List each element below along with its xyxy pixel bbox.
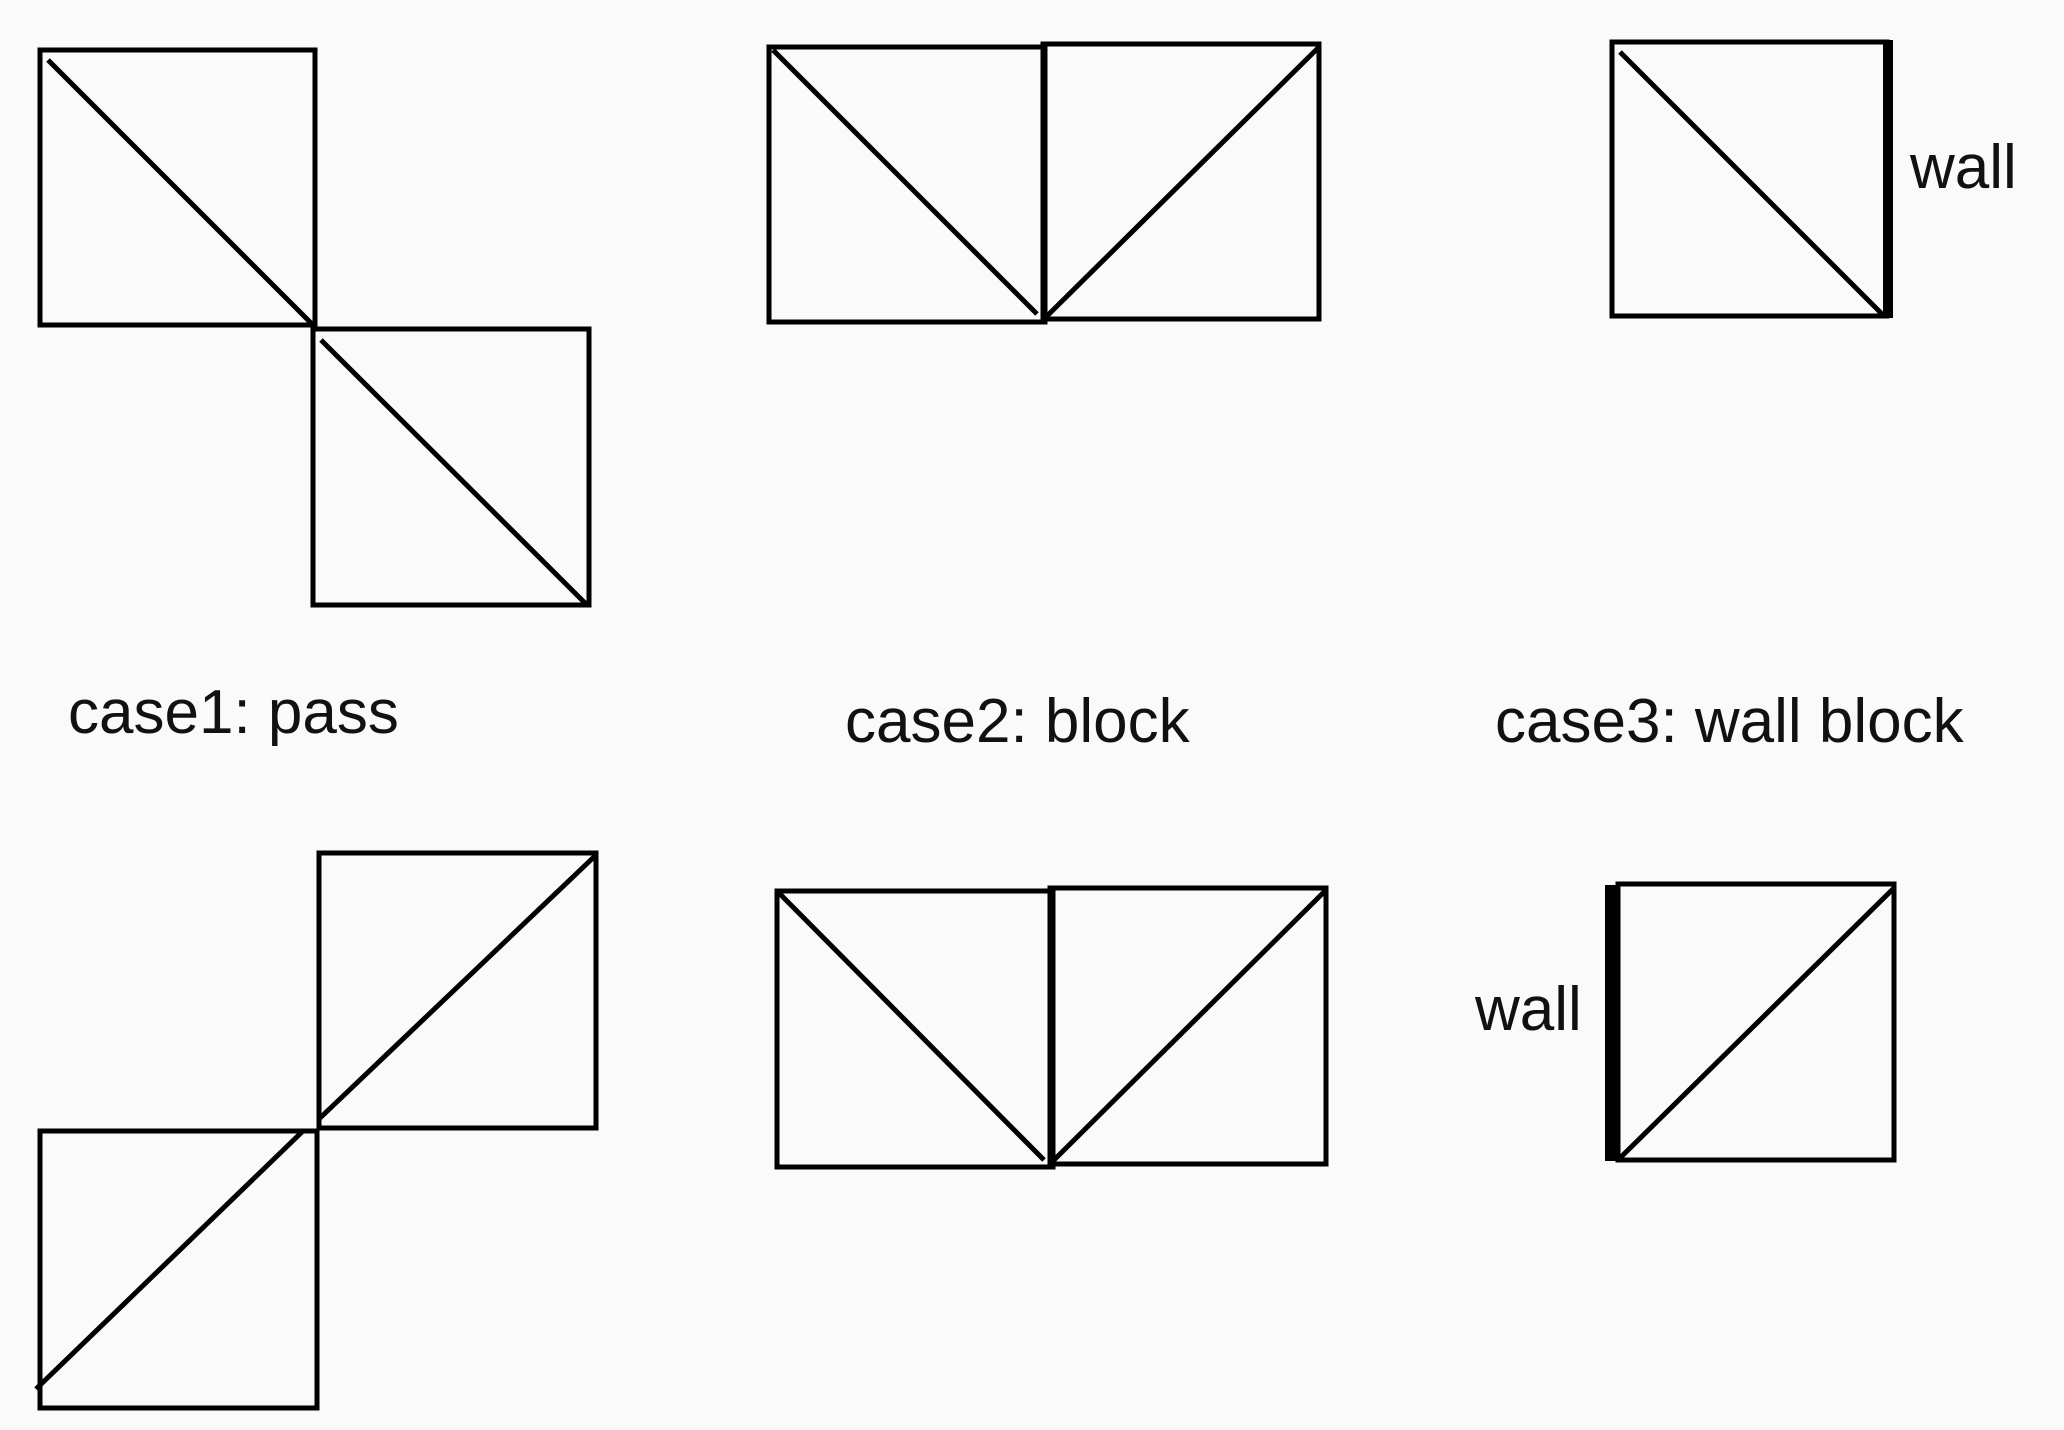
case2-bottom-left-diagonal (777, 891, 1046, 1162)
case2-top-group (766, 41, 1322, 325)
case2-top-left-diagonal (771, 48, 1039, 316)
case1-bottom-upper-cell (316, 850, 599, 1131)
case2-bottom-left-cell (774, 888, 1056, 1170)
case2-bottom-right-diagonal (1052, 889, 1327, 1162)
case1-bottom-group (34, 850, 599, 1411)
case1-top-upper-cell (37, 47, 318, 328)
case2-label: case2: block (845, 687, 1191, 756)
wall-label-bottom: wall (1474, 975, 1582, 1044)
case1-bottom-upper-diagonal (318, 853, 598, 1120)
case3-top-group: wall (1609, 39, 2017, 319)
case1-top-lower-cell (310, 326, 592, 608)
case2-top-right-diagonal (1045, 45, 1321, 318)
case3-top-wall (1883, 40, 1893, 318)
case2-bottom-group (774, 885, 1329, 1170)
case3-bottom-diagonal (1618, 886, 1896, 1160)
case1-top-upper-diagonal (46, 58, 315, 327)
case3-label: case3: wall block (1495, 687, 1965, 756)
case1-label: case1: pass (68, 678, 399, 747)
case1-top-group (37, 47, 592, 608)
wall-label-top: wall (1909, 133, 2017, 202)
case1-top-lower-diagonal (319, 338, 589, 607)
case3-bottom-wall (1605, 885, 1619, 1161)
case2-bottom-right-cell (1047, 885, 1329, 1167)
case2-top-right-cell (1040, 41, 1322, 322)
case3-bottom-group: wall (1474, 881, 1897, 1163)
case1-bottom-lower-cell (37, 1128, 320, 1411)
case3-top-diagonal (1618, 50, 1884, 316)
case1-bottom-lower-diagonal (34, 1128, 306, 1391)
